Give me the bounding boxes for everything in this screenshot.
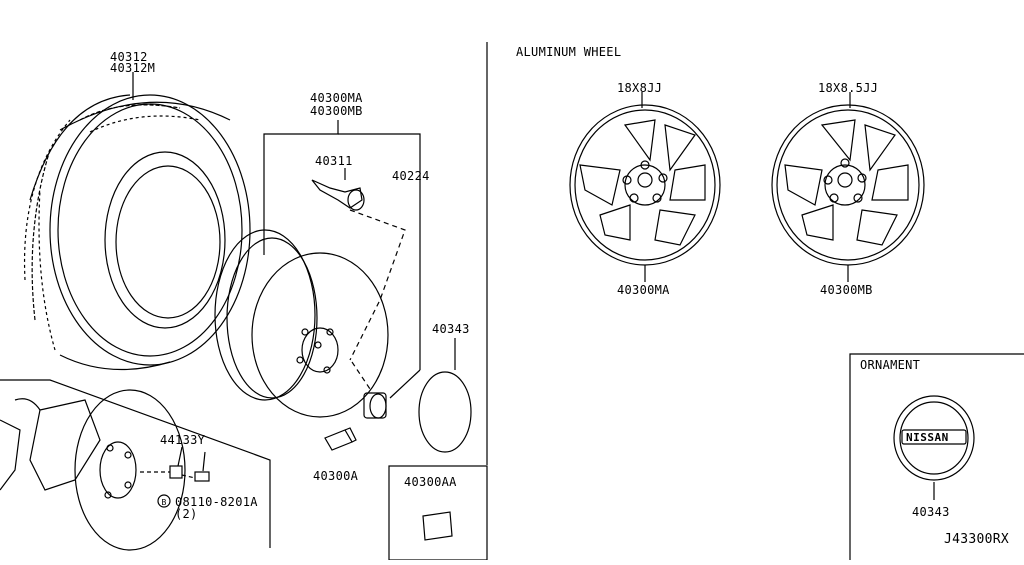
label-valve-40311: 40311: [315, 154, 353, 168]
label-stud-44133y: 44133Y: [160, 433, 206, 447]
label-wheel-40300mb: 40300MB: [310, 104, 363, 118]
label-ornament-40343: 40343: [912, 505, 950, 519]
wheel-18x8jj-drawing: [569, 92, 721, 282]
balance-weight-aa-drawing: [422, 511, 453, 541]
label-weight-40300aa: 40300AA: [404, 475, 457, 489]
wheel-18x8-5jj-drawing: [771, 92, 925, 282]
label-center-cap-40343: 40343: [432, 322, 470, 336]
center-cap-drawing: [418, 371, 472, 453]
label-size-18x8jj: 18X8JJ: [617, 81, 663, 95]
diagram-code: J43300RX: [944, 532, 1010, 547]
label-size-18x8-5jj: 18X8.5JJ: [818, 81, 879, 95]
tire-drawing: [23, 94, 251, 371]
ornament-box-border: [849, 353, 1024, 560]
label-part-40300ma: 40300MA: [617, 283, 670, 297]
label-tire-40312m: 40312M: [110, 61, 156, 75]
label-lug-nut-40224: 40224: [392, 169, 430, 183]
section-title-aluminum-wheel: ALUMINUM WHEEL: [516, 45, 622, 59]
brake-assembly-drawing: [0, 389, 210, 551]
label-bolt-qty: (2): [175, 507, 198, 521]
valve-drawing: [311, 179, 365, 211]
bolt-badge-circle: [157, 494, 171, 508]
label-wheel-40300ma: 40300MA: [310, 91, 363, 105]
label-tire-40312: 40312: [110, 50, 148, 64]
lug-nut-drawing: [363, 392, 387, 419]
brake-inset-border: [0, 379, 271, 548]
ornament-emblem-drawing: [893, 395, 975, 500]
ornament-title: ORNAMENT: [860, 358, 921, 372]
spare-wheel-drawing: [214, 209, 406, 418]
ornament-logo-text: NISSAN: [906, 431, 949, 444]
label-bolt-badge: B: [161, 498, 167, 507]
label-part-40300mb: 40300MB: [820, 283, 873, 297]
balance-weight-drawing: [324, 427, 357, 451]
label-bolt-08110-8201a: 08110-8201A: [175, 495, 258, 509]
label-weight-40300a: 40300A: [313, 469, 359, 483]
